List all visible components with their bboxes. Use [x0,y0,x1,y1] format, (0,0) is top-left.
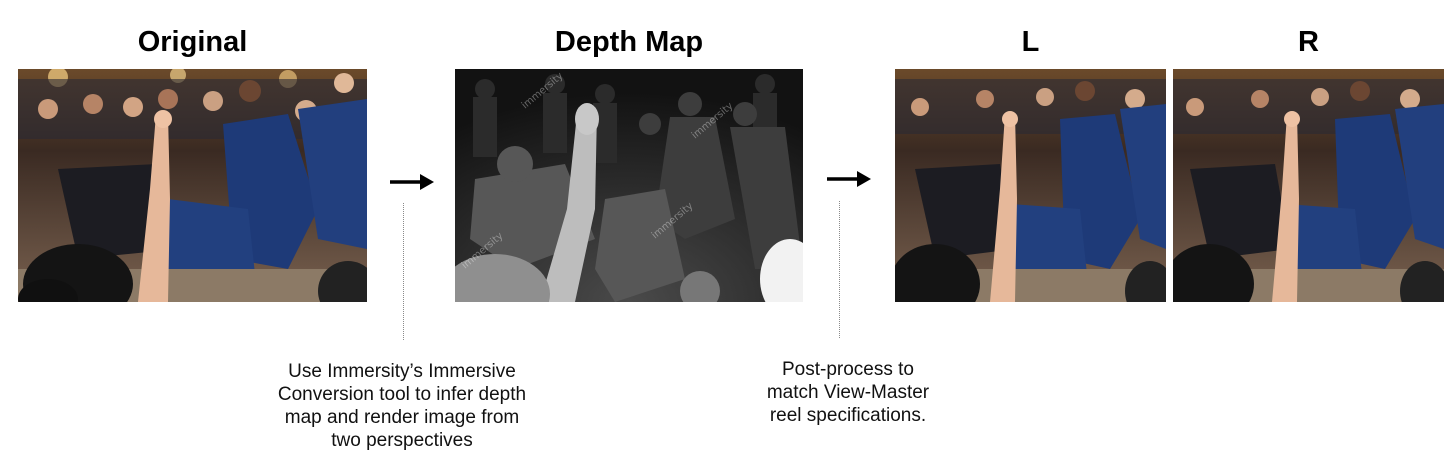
caption-postprocess-line: reel specifications. [769,405,927,426]
caption-conversion-line: map and render image from [284,407,520,428]
caption-postprocess-line: Post-process to [782,359,914,380]
connector-line-postprocess [839,201,840,338]
connector-line-conversion [403,203,404,340]
right-eye-image [1173,69,1444,302]
caption-postprocess-line: match View-Master [766,382,930,403]
right-arrow-icon [390,174,434,190]
original-photo [18,69,367,302]
caption-conversion-line: Use Immersity’s Immersive [288,361,516,382]
title-depth-map: Depth Map [554,26,704,58]
left-eye-image [895,69,1166,302]
title-original: Original [137,26,248,58]
caption-conversion: Use Immersity’s Immersive Conversion too… [252,360,552,452]
right-arrow-icon [827,171,871,187]
caption-conversion-line: two perspectives [331,430,473,451]
title-left-view: L [1021,26,1040,58]
title-right-view: R [1298,26,1319,58]
caption-postprocess: Post-process to match View-Master reel s… [728,358,968,427]
depth-map-image: immersity immersity immersity immersity [455,69,803,302]
caption-conversion-line: Conversion tool to infer depth [277,384,527,405]
